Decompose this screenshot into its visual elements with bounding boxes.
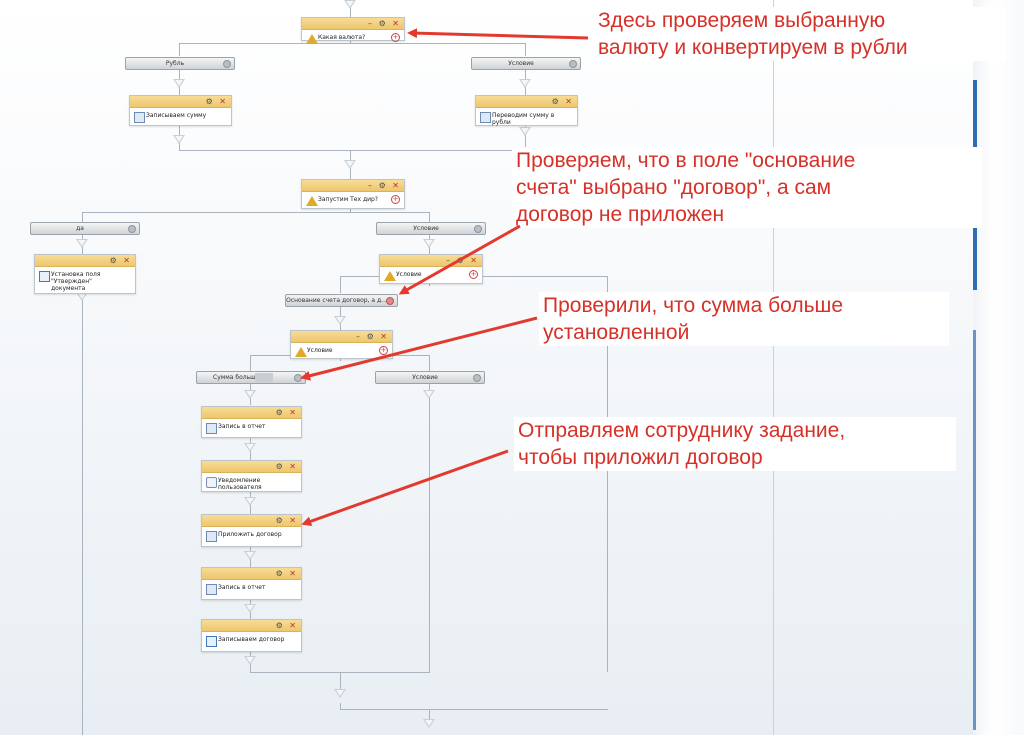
branch-condition-1[interactable]: Условие xyxy=(471,57,581,70)
gear-icon[interactable] xyxy=(474,225,482,233)
branch-condition-2[interactable]: Условие xyxy=(376,222,486,235)
activity-write-contract[interactable]: ⚙ ✕ Записываем договор xyxy=(201,619,302,652)
activity-condition-basis[interactable]: – ⚙ ✕ Условие + xyxy=(379,254,483,284)
report-icon xyxy=(206,584,217,595)
activity-attach-contract[interactable]: ⚙ ✕ Приложить договор xyxy=(201,514,302,547)
task-icon xyxy=(206,531,217,542)
arrow-task xyxy=(301,449,509,527)
activity-report-2[interactable]: ⚙ ✕ Запись в отчет xyxy=(201,567,302,600)
activity-convert-amount[interactable]: ⚙ ✕ Переводим сумму в рубли xyxy=(475,95,578,126)
arrow-currency xyxy=(407,28,589,40)
notification-icon xyxy=(206,477,217,488)
edit-icon xyxy=(206,636,217,647)
activity-notify-user[interactable]: ⚙ ✕ Уведомление пользователя xyxy=(201,460,302,492)
condition-icon xyxy=(306,196,318,206)
assign-icon xyxy=(480,112,491,123)
branch-rub[interactable]: Рубль xyxy=(125,57,235,70)
condition-icon xyxy=(295,347,307,357)
panel-divider xyxy=(773,0,774,735)
activity-currency-check[interactable]: – ⚙ ✕ Какая валюта? + xyxy=(301,17,405,44)
gear-icon[interactable] xyxy=(473,374,481,382)
add-branch-icon[interactable]: + xyxy=(391,195,400,204)
annotation-task: Отправляем сотруднику задание,чтобы прил… xyxy=(514,417,956,471)
gear-icon[interactable] xyxy=(386,297,394,305)
branch-yes[interactable]: да xyxy=(30,222,140,235)
gear-icon[interactable] xyxy=(223,60,231,68)
activity-controls[interactable]: – ⚙ ✕ xyxy=(368,19,401,28)
add-branch-icon[interactable]: + xyxy=(469,270,478,279)
activity-set-field[interactable]: ⚙ ✕ Установка поля "Утвержден" документа xyxy=(34,254,136,294)
assign-icon xyxy=(134,112,145,123)
gear-icon[interactable] xyxy=(128,225,136,233)
activity-tech-dir[interactable]: – ⚙ ✕ Запустим Тех дир? + xyxy=(301,179,405,209)
condition-icon xyxy=(384,271,396,281)
side-panel-strip xyxy=(973,0,1024,735)
gear-icon[interactable] xyxy=(294,374,302,382)
branch-sum-more[interactable]: Сумма больше xyxy=(196,371,306,384)
activity-report-1[interactable]: ⚙ ✕ Запись в отчет xyxy=(201,406,302,438)
add-branch-icon[interactable]: + xyxy=(379,346,388,355)
activity-condition-sum[interactable]: – ⚙ ✕ Условие + xyxy=(290,330,393,359)
report-icon xyxy=(206,423,217,434)
add-branch-icon[interactable]: + xyxy=(391,33,400,42)
activity-label: Какая валюта? xyxy=(318,34,366,41)
gear-icon[interactable] xyxy=(569,60,577,68)
edit-icon xyxy=(39,271,50,282)
branch-basis[interactable]: Основание счета договор, а д... xyxy=(285,294,398,307)
branch-condition-3[interactable]: Условие xyxy=(375,371,485,384)
condition-icon xyxy=(306,34,318,44)
activity-write-amount[interactable]: ⚙ ✕ Записываем сумму xyxy=(129,95,232,126)
